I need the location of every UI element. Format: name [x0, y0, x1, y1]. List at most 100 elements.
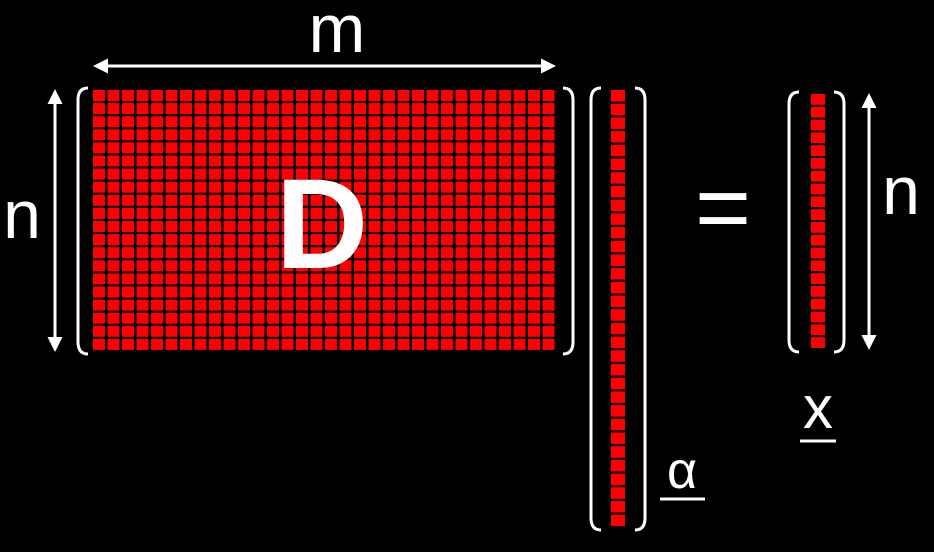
matrix-d-cell	[180, 234, 192, 246]
matrix-d-cell	[484, 207, 497, 219]
matrix-d-cell	[267, 90, 279, 101]
matrix-d-cell	[136, 260, 149, 272]
matrix-d-cell	[499, 325, 511, 337]
matrix-d-cell	[470, 247, 482, 259]
matrix-d-cell	[267, 155, 279, 167]
matrix-d-cell	[151, 103, 163, 115]
matrix-d-cell	[151, 286, 163, 298]
matrix-d-cell	[223, 221, 236, 232]
matrix-d-cell	[455, 129, 468, 141]
matrix-d-cell	[281, 116, 294, 128]
matrix-d-cell	[397, 116, 410, 128]
vector-alpha-right-bracket	[634, 86, 647, 532]
matrix-d-cell	[223, 181, 236, 193]
vector-x-label: x	[803, 374, 833, 441]
matrix-d-cell	[136, 90, 149, 101]
matrix-d-cell	[499, 260, 511, 272]
matrix-d-cell	[397, 103, 410, 115]
matrix-d-cell	[455, 260, 468, 272]
matrix-d-cell	[93, 207, 105, 219]
matrix-d-cell	[223, 299, 236, 311]
dimension-n-right: n	[861, 93, 920, 350]
matrix-d-cell	[339, 325, 352, 337]
matrix-d-cell	[339, 194, 352, 206]
matrix-d-cell	[281, 129, 294, 141]
matrix-d-cell	[542, 129, 555, 141]
matrix-d-cell	[412, 155, 424, 167]
matrix-d-cell	[151, 142, 163, 154]
matrix-d-cell	[310, 194, 323, 206]
matrix-d-cell	[93, 312, 105, 324]
matrix-d-cell	[238, 90, 250, 101]
matrix-d-cell	[93, 129, 105, 141]
matrix-d-cell	[397, 260, 410, 272]
matrix-d-cell	[528, 221, 540, 232]
matrix-d-cell	[252, 207, 265, 219]
matrix-d-cell	[441, 286, 453, 298]
matrix-d-cell	[368, 260, 381, 272]
matrix-d-cell	[122, 168, 134, 180]
matrix-d-cell	[528, 312, 540, 324]
matrix-d-cell	[441, 247, 453, 259]
matrix-d-cell	[397, 181, 410, 193]
matrix-d-cell	[238, 155, 250, 167]
matrix-d-cell	[238, 207, 250, 219]
matrix-d-cell	[368, 129, 381, 141]
matrix-d-cell	[339, 247, 352, 259]
vector-alpha-cell	[611, 501, 625, 513]
matrix-d-cell	[136, 142, 149, 154]
vector-alpha-cell	[611, 350, 625, 362]
matrix-d-cell	[513, 247, 526, 259]
matrix-d-cell	[122, 312, 134, 324]
matrix-d-cell	[180, 247, 192, 259]
matrix-d-cell	[238, 116, 250, 128]
matrix-d-cell	[209, 325, 221, 337]
matrix-d-cell	[455, 155, 468, 167]
matrix-d-cell	[499, 338, 511, 350]
matrix-d-cell	[368, 325, 381, 337]
matrix-d-cell	[223, 168, 236, 180]
matrix-d-cell	[455, 90, 468, 101]
matrix-d-cell	[136, 103, 149, 115]
matrix-d-cell	[528, 181, 540, 193]
matrix-d-cell	[397, 312, 410, 324]
matrix-d-cell	[252, 234, 265, 246]
matrix-d-cell	[455, 181, 468, 193]
matrix-d-cell	[368, 338, 381, 350]
matrix-d-cell	[426, 247, 439, 259]
vector-x-cell	[811, 324, 825, 336]
matrix-d-cell	[223, 286, 236, 298]
matrix-d-cell	[383, 194, 395, 206]
matrix-d-cell	[238, 221, 250, 232]
matrix-d-cell	[368, 181, 381, 193]
matrix-d-cell	[542, 273, 555, 285]
vector-alpha-cell	[611, 446, 625, 458]
matrix-d-cell	[354, 181, 366, 193]
matrix-d-cell	[165, 338, 178, 350]
matrix-d-cell	[122, 221, 134, 232]
matrix-d-cell	[513, 260, 526, 272]
matrix-d-cell	[238, 181, 250, 193]
matrix-d-cell	[339, 116, 352, 128]
matrix-d-cell	[325, 155, 337, 167]
matrix-d-cell	[339, 221, 352, 232]
matrix-d-cell	[441, 299, 453, 311]
matrix-d-cell	[296, 194, 308, 206]
matrix-d-cell	[484, 260, 497, 272]
vector-alpha-cell	[611, 268, 625, 280]
vector-x-cell	[811, 273, 825, 284]
matrix-d-cell	[252, 221, 265, 232]
matrix-d-cell	[441, 207, 453, 219]
vector-x-cell	[811, 196, 825, 208]
matrix-d-cell	[194, 168, 207, 180]
matrix-d-cell	[281, 103, 294, 115]
vector-alpha-cell	[611, 377, 625, 390]
matrix-d-cell	[499, 116, 511, 128]
matrix-d-cell	[151, 247, 163, 259]
matrix-d-cell	[107, 312, 120, 324]
matrix-d-cell	[310, 142, 323, 154]
matrix-d-cell	[209, 155, 221, 167]
matrix-d-cell	[484, 273, 497, 285]
vector-x-cell	[811, 337, 825, 348]
matrix-d-cell	[368, 168, 381, 180]
